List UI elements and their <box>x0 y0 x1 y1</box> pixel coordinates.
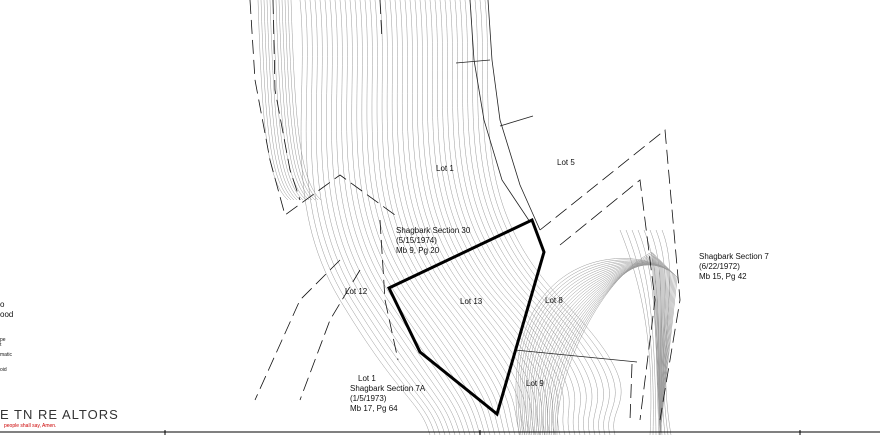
contour-line <box>379 0 511 435</box>
contour-line <box>304 0 436 435</box>
contour-line <box>459 0 593 435</box>
contour-line <box>444 0 576 435</box>
contour-line <box>484 0 622 435</box>
contour-line <box>269 0 301 201</box>
contour-line <box>284 0 316 201</box>
legend-fragment: pe <box>0 337 6 343</box>
contour-line <box>272 0 304 201</box>
contour-line <box>469 0 604 435</box>
contour-line <box>344 0 476 435</box>
contour-line <box>354 0 486 435</box>
contour-line <box>281 0 313 201</box>
contour-line <box>389 0 521 435</box>
dashed-lines <box>249 0 681 421</box>
contour-line <box>278 0 310 201</box>
subdivision-label: Lot 1 Shagbark Section 7A (1/5/1973) Mb … <box>350 374 425 414</box>
subdivision-name: Shagbark Section 7 <box>699 252 769 261</box>
contour-line <box>359 0 491 435</box>
contour-line <box>349 0 481 435</box>
subdivision-ref: Mb 15, Pg 42 <box>699 272 747 281</box>
contour-line <box>414 0 546 435</box>
lot-lines <box>455 0 638 363</box>
contour-line <box>263 0 295 201</box>
contour-line <box>290 0 322 201</box>
contour-line <box>661 229 672 435</box>
legend-fragment: ood <box>0 310 14 319</box>
contour-line <box>257 0 289 201</box>
contour-line <box>554 252 661 435</box>
contour-line <box>399 0 531 435</box>
lot-label: Lot 12 <box>345 287 368 296</box>
contour-line <box>424 0 556 435</box>
contour-line <box>339 0 471 435</box>
subdivision-label: Shagbark Section 30 (5/15/1974) Mb 9, Pg… <box>396 226 470 256</box>
contour-line <box>479 0 616 435</box>
contour-line <box>449 0 581 435</box>
subdivision-date: (6/22/1972) <box>699 262 740 271</box>
contour-lines <box>257 0 678 435</box>
contour-line <box>429 0 561 435</box>
contour-line <box>334 0 466 435</box>
contour-line <box>384 0 516 435</box>
contour-line <box>655 229 669 435</box>
contour-line <box>404 0 536 435</box>
lot-label: Lot 8 <box>545 296 563 305</box>
contour-line <box>287 0 319 201</box>
contour-line <box>553 254 661 435</box>
contour-line <box>260 0 292 201</box>
contour-line <box>631 229 657 435</box>
subdivision-date: (1/5/1973) <box>350 394 387 403</box>
legend-fragment: matic <box>0 352 12 358</box>
contour-line <box>329 0 461 435</box>
contour-line <box>299 0 431 435</box>
legend-fragment: t <box>0 342 2 348</box>
contour-line <box>454 0 587 435</box>
contour-line <box>519 260 676 435</box>
contour-line <box>275 0 307 201</box>
contour-line <box>556 251 661 435</box>
lot-label: Lot 1 <box>358 374 376 383</box>
contour-line <box>266 0 298 201</box>
contour-line <box>324 0 456 435</box>
contour-line <box>319 0 451 435</box>
footer-motto: people shall say, Amen. <box>4 423 57 429</box>
subdivision-name: Shagbark Section 7A <box>350 384 426 393</box>
subdivision-ref: Mb 17, Pg 64 <box>350 404 398 413</box>
contour-line <box>434 0 566 435</box>
contour-line <box>314 0 446 435</box>
border-ticks <box>164 430 801 435</box>
contour-line <box>551 255 661 435</box>
contour-line <box>394 0 526 435</box>
lot-label[interactable]: Lot 13 <box>460 297 483 306</box>
lot-label: Lot 9 <box>526 379 544 388</box>
subdivision-name: Shagbark Section 30 <box>396 226 471 235</box>
subject-lot-boundary[interactable] <box>386 217 546 417</box>
contour-line <box>625 229 654 435</box>
contour-line <box>439 0 571 435</box>
contour-line <box>309 0 441 435</box>
contour-line <box>549 256 661 435</box>
contour-line <box>369 0 501 435</box>
contour-line <box>619 229 652 435</box>
legend-fragment: oid <box>0 367 7 373</box>
contour-line <box>464 0 599 435</box>
subdivision-ref: Mb 9, Pg 20 <box>396 246 440 255</box>
brand-logo-text: E TN RE ALTORS <box>0 407 119 422</box>
contour-line <box>649 229 666 435</box>
contour-line <box>364 0 496 435</box>
contour-line <box>637 229 660 435</box>
legend-fragment: o <box>0 300 5 309</box>
lot-label: Lot 1 <box>436 164 454 173</box>
contour-line <box>419 0 551 435</box>
lot-label: Lot 5 <box>557 158 575 167</box>
subdivision-label: Shagbark Section 7 (6/22/1972) Mb 15, Pg… <box>699 252 769 282</box>
contour-line <box>643 229 663 435</box>
subdivision-date: (5/15/1974) <box>396 236 437 245</box>
